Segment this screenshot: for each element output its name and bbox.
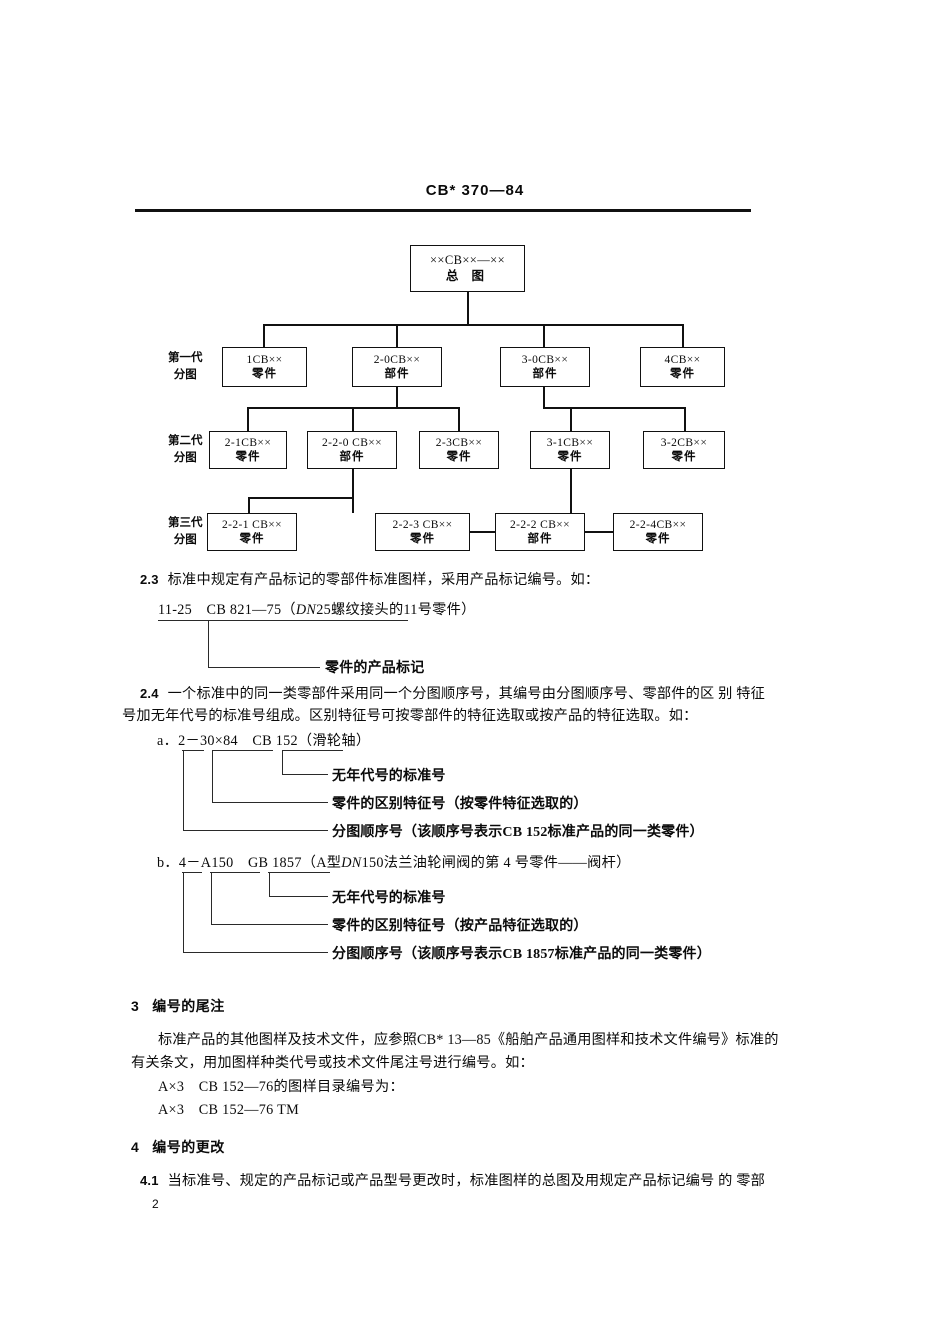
section-2-3-leader-vertical (208, 620, 210, 668)
section-3-example-1: A×3 CB 152—76的图样目录编号为： (158, 1079, 404, 1095)
section-3-example-2: A×3 CB 152—76 TM (158, 1102, 300, 1118)
section-2-3-paragraph: 2.3 标准中规定有产品标记的零部件标准图样，采用产品标记编号。如： (140, 570, 599, 591)
connector-gen2-drop-4 (570, 407, 572, 431)
connector-gen3-stem-b (570, 469, 572, 513)
diagram-node-gen2-1: 2-1CB×× 零件 (209, 431, 287, 469)
section-2-3-example-underline (158, 620, 408, 622)
example-b-leader-v-1 (183, 872, 185, 953)
example-a-underline-3 (283, 750, 343, 752)
connector-gen1-drop-3 (543, 324, 545, 347)
connector-gen1-drop-1 (263, 324, 265, 347)
example-b-underline-1 (182, 872, 202, 874)
diagram-node-gen2-3: 2-3CB×× 零件 (419, 431, 499, 469)
connector-gen1-drop-4 (682, 324, 684, 347)
connector-gen1-drop-2 (396, 324, 398, 347)
diagram-node-gen3-4: 2-2-4CB×× 零件 (613, 513, 703, 551)
example-b-leader-v-2 (211, 872, 213, 925)
section-4-heading: 4 编号的更改 (131, 1137, 225, 1157)
connector-gen2-drop-3 (458, 407, 460, 431)
example-a-leader-h-1 (183, 830, 328, 832)
section-3-title: 编号的尾注 (152, 998, 225, 1014)
example-b-leader-h-1 (183, 952, 328, 954)
connector-gen1-bus (263, 324, 683, 326)
connector-gen2-stem-left (396, 387, 398, 408)
section-4-1-number: 4.1 (140, 1173, 159, 1188)
section-2-3-leader-horizontal (208, 667, 320, 669)
example-a-leader-v-3 (282, 750, 284, 775)
page-number: 2 (152, 1197, 159, 1211)
diagram-node-gen3-2: 2-2-3 CB×× 零件 (375, 513, 470, 551)
section-2-4-line-2: 号加无年代号的标准号组成。区别特征号可按零部件的特征选取或按产品的特征选取。如： (122, 708, 698, 724)
example-b-callout-3: 分图顺序号（该顺序号表示CB 1857标准产品的同一类零件） (332, 947, 711, 962)
connector-gen3-link-1 (470, 531, 495, 533)
example-b-underline-3 (268, 872, 330, 874)
diagram-node-gen3-1: 2-2-1 CB×× 零件 (207, 513, 297, 551)
section-2-3-callout: 零件的产品标记 (325, 661, 425, 676)
section-2-3-number: 2.3 (140, 572, 159, 587)
example-b-leader-h-3 (269, 896, 328, 898)
generation-label-2: 第二代 分图 (168, 435, 203, 464)
example-a-leader-v-2 (212, 750, 214, 803)
example-a-callout-3: 分图顺序号（该顺序号表示CB 152标准产品的同一类零件） (332, 825, 704, 840)
example-a-leader-h-2 (212, 802, 328, 804)
connector-gen2-drop-1 (247, 407, 249, 431)
section-3-line-2: 有关条文，用加图样种类代号或技术文件尾注号进行编号。如： (131, 1055, 534, 1071)
example-b-code: b．4－A150 GB 1857（A型DN150法兰油轮闸阀的第 4 号零件——… (157, 855, 631, 871)
diagram-node-root: ××CB××—×× 总 图 (410, 245, 525, 292)
connector-gen3-stem-a (352, 469, 354, 513)
example-a-callout-2: 零件的区别特征号（按零件特征选取的） (332, 797, 588, 812)
example-a-callout-1: 无年代号的标准号 (332, 769, 446, 784)
example-b-callout-2: 零件的区别特征号（按产品特征选取的） (332, 919, 588, 934)
connector-root-down (467, 292, 469, 325)
diagram-node-gen1-4: 4CB×× 零件 (640, 347, 725, 387)
connector-gen2-bus-right-2 (543, 407, 684, 409)
example-b-leader-v-3 (269, 872, 271, 897)
connector-gen3-link-2 (585, 531, 613, 533)
section-2-3-example: 11-25 CB 821—75（DN25螺纹接头的11号零件） (158, 602, 476, 618)
example-b-underline-2 (210, 872, 260, 874)
generation-label-1: 第一代 分图 (168, 352, 203, 381)
generation-label-3: 第三代 分图 (168, 517, 203, 546)
example-a-underline-1 (182, 750, 204, 752)
section-4-number: 4 (131, 1139, 140, 1155)
section-2-4-number: 2.4 (140, 686, 159, 701)
diagram-node-gen2-4: 3-1CB×× 零件 (530, 431, 610, 469)
connector-gen2-stem-right (543, 387, 545, 408)
section-2-3-text: 标准中规定有产品标记的零部件标准图样，采用产品标记编号。如： (167, 572, 600, 588)
section-4-title: 编号的更改 (152, 1139, 225, 1155)
diagram-node-gen1-1: 1CB×× 零件 (222, 347, 307, 387)
example-b-callout-1: 无年代号的标准号 (332, 891, 446, 906)
connector-gen2-drop-5 (684, 407, 686, 431)
diagram-node-gen1-3: 3-0CB×× 部件 (500, 347, 590, 387)
diagram-node-gen2-2: 2-2-0 CB×× 部件 (307, 431, 397, 469)
example-b-leader-h-2 (211, 924, 328, 926)
diagram-node-gen2-5: 3-2CB×× 零件 (643, 431, 725, 469)
section-3-heading: 3 编号的尾注 (131, 996, 225, 1016)
connector-gen2-drop-2 (352, 407, 354, 431)
example-a-leader-v-1 (183, 750, 185, 831)
page-header-standard-number: CB* 370—84 (425, 182, 525, 199)
diagram-node-gen1-2: 2-0CB×× 部件 (352, 347, 442, 387)
section-3-line-1: 标准产品的其他图样及技术文件，应参照CB* 13—85《船舶产品通用图样和技术文… (158, 1032, 779, 1048)
connector-gen3-bus-1 (248, 497, 353, 499)
connector-gen3-drop-1 (248, 498, 250, 513)
diagram-node-gen3-3: 2-2-2 CB×× 部件 (495, 513, 585, 551)
example-a-underline-2 (213, 750, 273, 752)
example-a-leader-h-3 (282, 774, 328, 776)
header-rule (135, 209, 751, 212)
example-a-code: a．2－30×84 CB 152（滑轮轴） (157, 733, 371, 749)
section-3-number: 3 (131, 998, 140, 1014)
